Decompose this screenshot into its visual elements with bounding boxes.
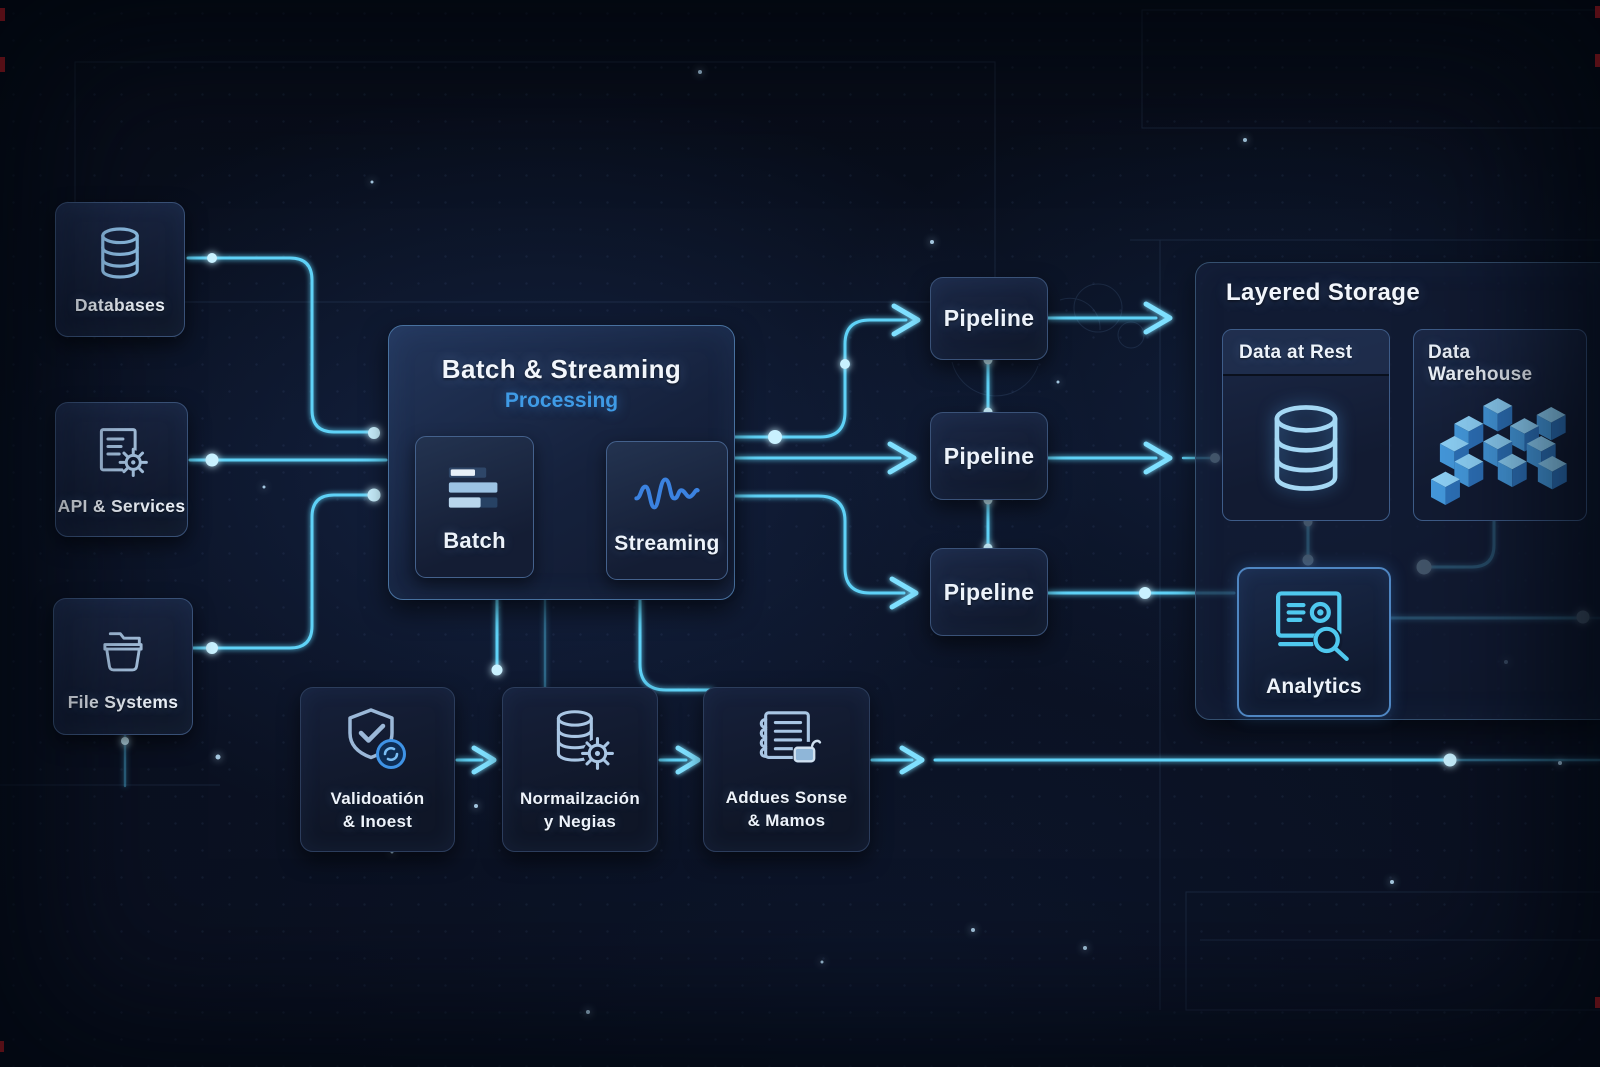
source-label: API & Services bbox=[57, 495, 186, 516]
streaming-label: Streaming bbox=[614, 531, 720, 555]
quality-node-validation: Validoatión & Inoest bbox=[300, 687, 455, 852]
edge-artifact bbox=[1595, 997, 1600, 1008]
analytics-box: Analytics bbox=[1237, 567, 1391, 717]
edge-artifact bbox=[1595, 54, 1600, 67]
tier-icon-zone bbox=[1223, 376, 1389, 520]
edge-artifact bbox=[0, 8, 5, 21]
warehouse-cubes-icon bbox=[1431, 398, 1567, 505]
source-node-file-systems: File Systems bbox=[53, 598, 193, 735]
quality-label-line2: & Inoest bbox=[342, 811, 413, 831]
notes-lock-icon bbox=[759, 710, 821, 765]
pipeline-node-3: Pipeline bbox=[930, 548, 1048, 636]
edge-artifact bbox=[0, 57, 5, 72]
decor-circuit-lines bbox=[0, 9, 1600, 1011]
tier-label: Data at Rest bbox=[1239, 342, 1353, 363]
data-at-rest-header: Data at Rest bbox=[1223, 330, 1389, 376]
arrowheads bbox=[471, 301, 1173, 775]
file-systems-icon bbox=[103, 631, 143, 671]
quality-label: Validoatión & Inoest bbox=[331, 788, 425, 834]
quality-label-line2: & Mamos bbox=[747, 810, 826, 830]
pipeline-label: Pipeline bbox=[943, 442, 1035, 469]
analytics-label: Analytics bbox=[1265, 675, 1363, 698]
streaming-wave-icon bbox=[634, 476, 700, 509]
quality-label: Addues Sonse & Mamos bbox=[726, 787, 848, 833]
quality-label-line1: Addues Sonse bbox=[725, 787, 848, 807]
batch-bars-icon bbox=[448, 467, 497, 508]
processing-subtitle: Processing bbox=[504, 389, 619, 412]
api-services-icon bbox=[99, 427, 148, 477]
streaming-node: Streaming bbox=[606, 441, 728, 580]
database-icon bbox=[101, 226, 139, 279]
processing-box: Batch & Streaming Processing Batch Strea… bbox=[388, 325, 735, 600]
batch-node: Batch bbox=[415, 436, 534, 578]
data-at-rest-box: Data at Rest bbox=[1222, 329, 1390, 521]
quality-node-normalization: Normailzación y Negias bbox=[502, 687, 658, 852]
shield-check-icon bbox=[347, 707, 406, 769]
database-icon bbox=[1274, 405, 1338, 491]
tier-label: Data Warehouse bbox=[1428, 342, 1533, 385]
analytics-monitor-icon bbox=[1276, 591, 1349, 661]
layered-storage-panel: Layered Storage Data at Rest Data Wareho… bbox=[1195, 262, 1600, 720]
edge-artifact bbox=[1595, 6, 1600, 18]
edge-artifact bbox=[0, 1041, 4, 1052]
data-warehouse-box: Data Warehouse bbox=[1413, 329, 1587, 521]
quality-label-line1: Normailzación bbox=[519, 788, 641, 808]
quality-node-access: Addues Sonse & Mamos bbox=[703, 687, 870, 852]
pipeline-label: Pipeline bbox=[943, 305, 1035, 331]
pipeline-node-1: Pipeline bbox=[930, 277, 1048, 360]
source-node-databases: Databases bbox=[55, 202, 185, 337]
tier-icon-zone bbox=[1414, 392, 1586, 520]
quality-label-line2: y Negias bbox=[543, 811, 617, 831]
pipeline-label: Pipeline bbox=[943, 578, 1035, 605]
source-label: File Systems bbox=[67, 691, 179, 712]
processing-title: Batch & Streaming bbox=[441, 354, 682, 384]
pipeline-node-2: Pipeline bbox=[930, 412, 1048, 500]
source-node-api-services: API & Services bbox=[55, 402, 188, 537]
source-label: Databases bbox=[74, 294, 166, 315]
quality-label: Normailzación y Negias bbox=[520, 788, 640, 834]
layered-storage-title: Layered Storage bbox=[1226, 279, 1421, 306]
quality-label-line1: Validoatión bbox=[330, 788, 425, 808]
batch-label: Batch bbox=[443, 528, 506, 553]
database-gear-icon bbox=[556, 709, 614, 770]
